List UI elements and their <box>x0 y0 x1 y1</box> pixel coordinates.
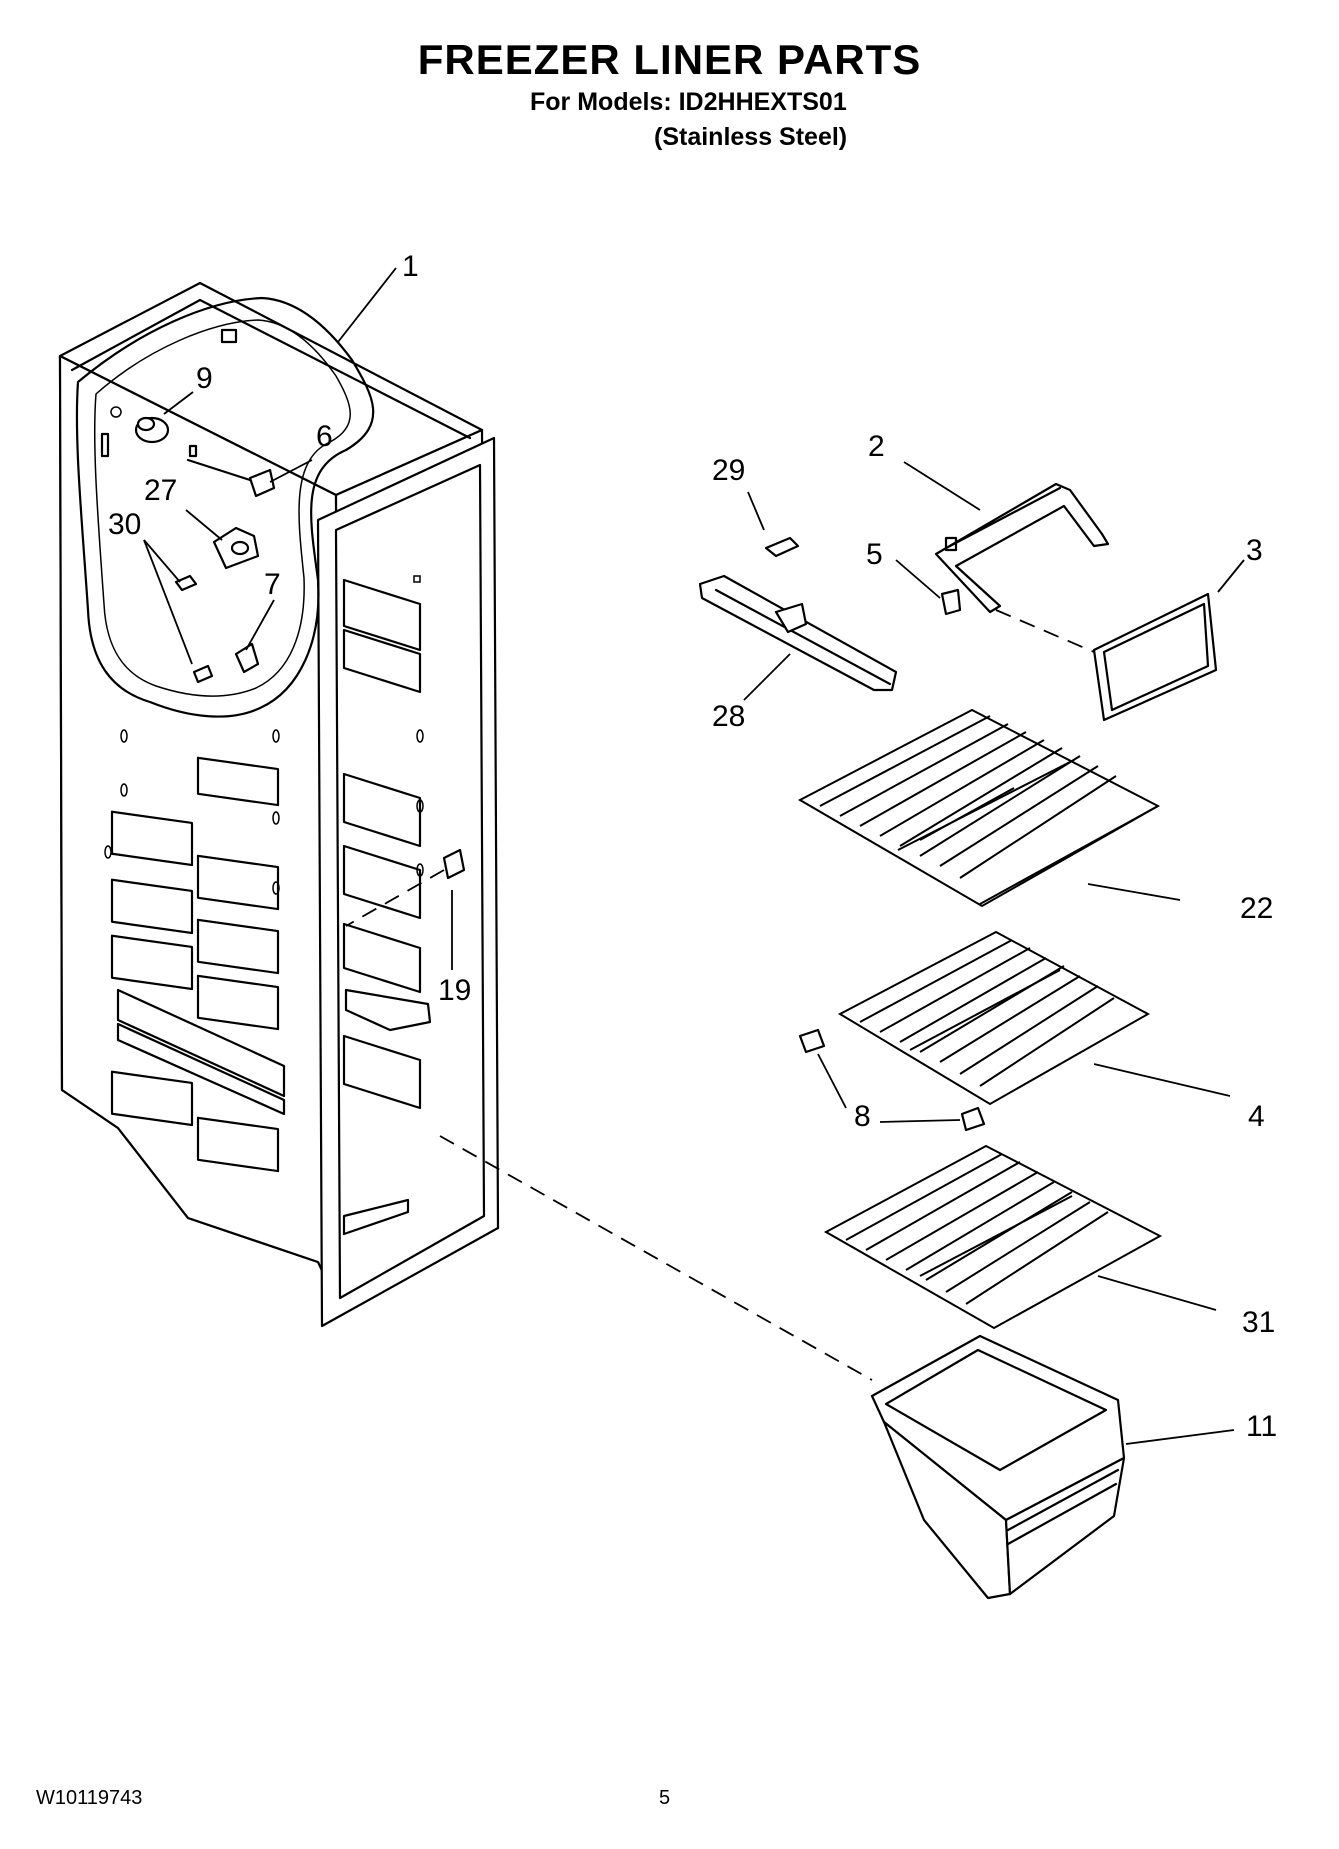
part-19-stop <box>345 848 466 927</box>
part-11-bin <box>439 1135 1126 1600</box>
shelf-31 <box>823 1144 1163 1330</box>
part-2-frame <box>934 482 1110 614</box>
part-3-panel <box>995 592 1218 722</box>
callout-1: 1 <box>402 250 419 283</box>
part-27-bracket <box>212 526 260 570</box>
callout-28: 28 <box>712 700 745 733</box>
page-number: 5 <box>659 1787 671 1809</box>
part-5-screw <box>940 588 962 616</box>
freezer-liner <box>58 281 500 1328</box>
part-9-plug <box>110 406 170 444</box>
part-29-screw <box>764 536 800 558</box>
callout-3: 3 <box>1246 534 1263 567</box>
callout-29: 29 <box>712 454 745 487</box>
callout-leaders <box>143 267 1245 1445</box>
shelf-4 <box>837 930 1151 1106</box>
callout-2: 2 <box>868 430 885 463</box>
model-number: For Models: ID2HHEXTS01 <box>530 88 847 116</box>
part-28-bracket <box>698 574 898 692</box>
callout-9: 9 <box>196 362 213 395</box>
callout-4: 4 <box>1248 1100 1265 1133</box>
callout-labels: 1 9 6 27 30 7 19 29 2 5 3 28 22 4 8 31 1… <box>108 250 1277 1443</box>
page-title: FREEZER LINER PARTS <box>417 36 922 83</box>
callout-6: 6 <box>316 420 333 453</box>
shelf-22 <box>797 708 1161 908</box>
callout-5: 5 <box>866 538 883 571</box>
callout-7: 7 <box>264 568 281 601</box>
part-30-screws <box>174 574 214 684</box>
callout-19: 19 <box>438 974 471 1007</box>
callout-31: 31 <box>1242 1306 1275 1339</box>
document-number: W10119743 <box>36 1787 143 1809</box>
callout-8: 8 <box>854 1100 871 1133</box>
callout-11: 11 <box>1246 1410 1277 1443</box>
part-8-supports <box>798 1028 986 1132</box>
model-variant: (Stainless Steel) <box>654 123 848 151</box>
callout-22: 22 <box>1240 892 1273 925</box>
callout-27: 27 <box>144 474 177 507</box>
part-6-clip <box>186 458 276 498</box>
callout-30: 30 <box>108 508 141 541</box>
